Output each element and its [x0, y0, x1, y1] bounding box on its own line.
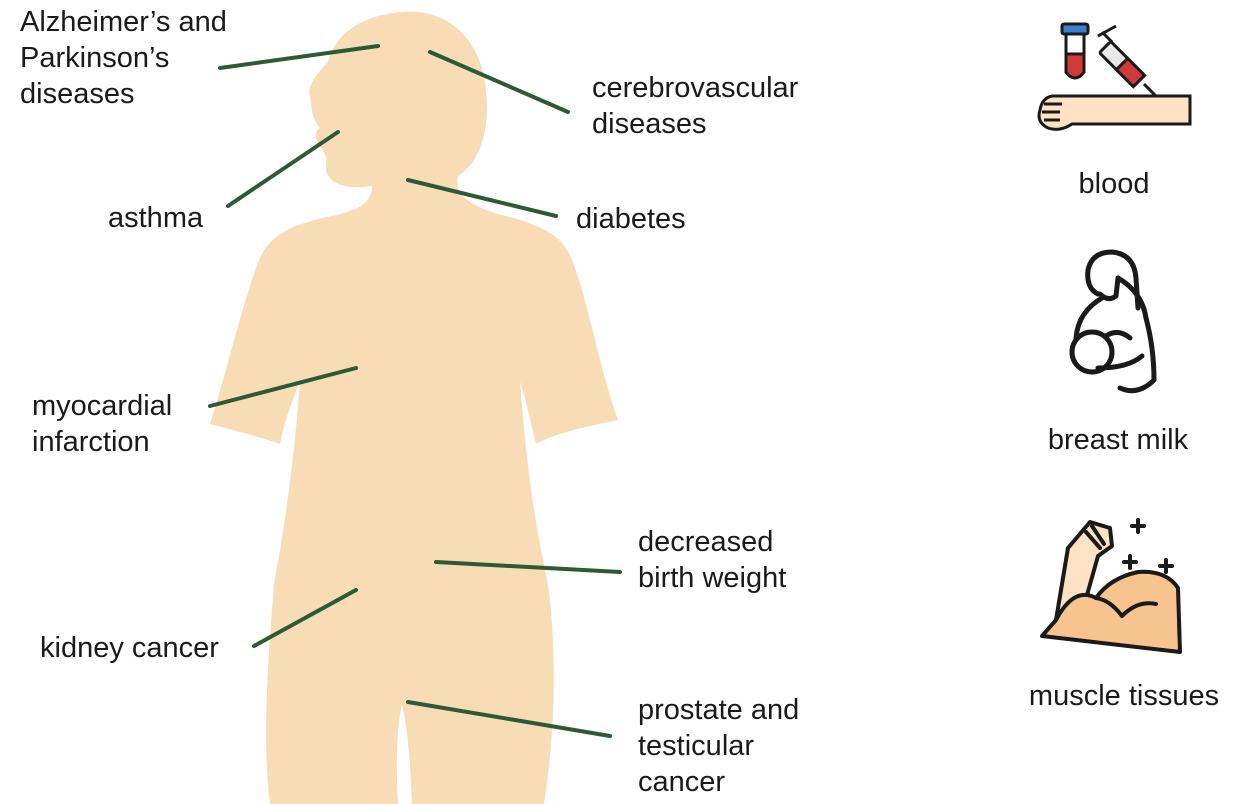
- label-diabetes: diabetes: [576, 201, 686, 237]
- flexed-muscle-icon: [1038, 516, 1188, 656]
- label-kidney-cancer: kidney cancer: [40, 630, 219, 666]
- label-prostate-testicular: prostate and testicular cancer: [638, 692, 799, 800]
- label-cerebrovascular: cerebrovascular diseases: [592, 70, 798, 142]
- leader-line-asthma: [228, 132, 338, 206]
- label-decreased-birth-weight: decreased birth weight: [638, 524, 786, 596]
- label-alzheimers-parkinsons: Alzheimer’s and Parkinson’s diseases: [20, 4, 227, 112]
- sample-label-muscle-tissues: muscle tissues: [1014, 678, 1234, 714]
- label-asthma: asthma: [108, 200, 203, 236]
- sample-label-breast-milk: breast milk: [1038, 422, 1198, 458]
- sample-label-blood: blood: [1062, 166, 1166, 202]
- blood-draw-icon: [1032, 20, 1192, 145]
- label-myocardial-infarction: myocardial infarction: [32, 388, 172, 460]
- breastfeeding-icon: [1058, 248, 1168, 408]
- human-silhouette: [210, 12, 618, 804]
